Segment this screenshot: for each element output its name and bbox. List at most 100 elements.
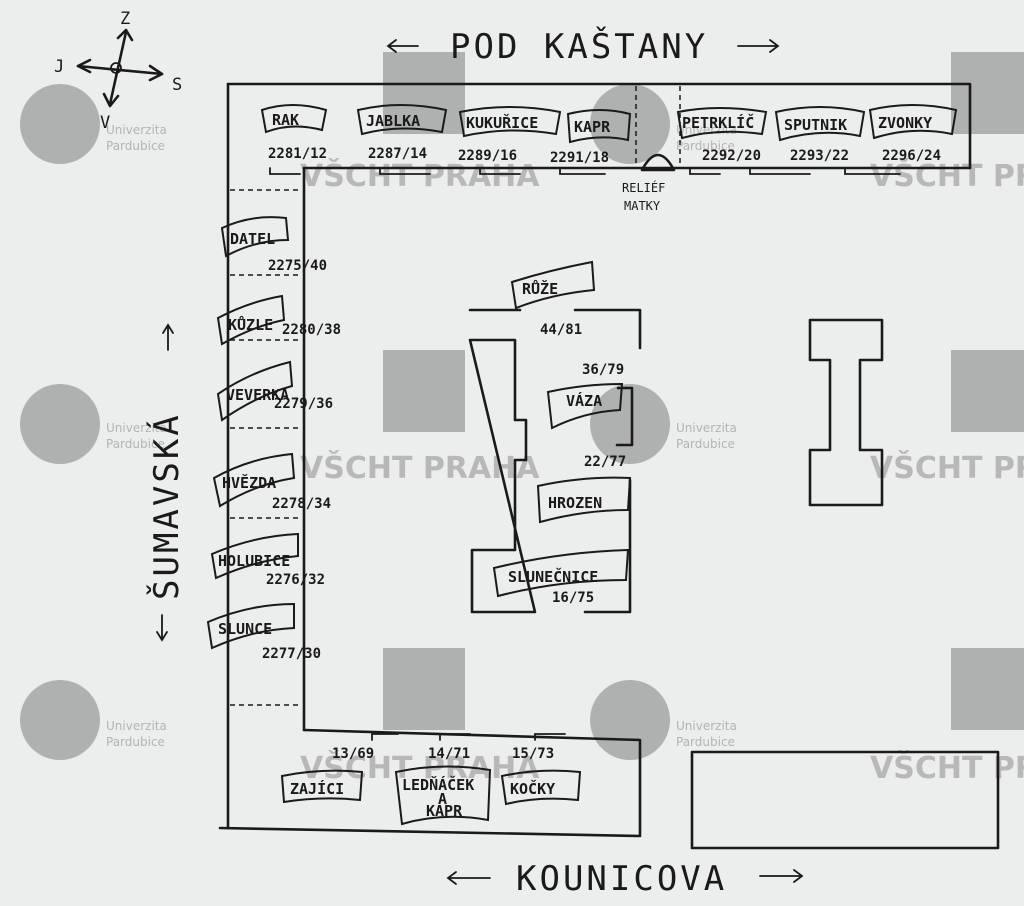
house-hvezda[interactable]: HVĚZDA 2278/34	[212, 452, 331, 512]
house-number: 2281/12	[268, 146, 327, 162]
house-sign-frame	[868, 104, 958, 140]
arrow-right-icon	[737, 39, 780, 53]
entry-mark	[749, 167, 811, 175]
house-sign-frame	[206, 602, 295, 650]
compass-label-north: Z	[120, 9, 130, 29]
svg-text:VŠCHT PRAHA: VŠCHT PRAHA	[870, 157, 1024, 194]
house-sign-frame	[260, 104, 328, 134]
house-name: HOLUBICE	[218, 552, 290, 570]
house-number: 2276/32	[266, 572, 325, 588]
house-kukurice[interactable]: KUKUŘICE 2289/16	[458, 106, 562, 164]
arrow-down-icon	[156, 614, 168, 642]
svg-text:Pardubice: Pardubice	[106, 735, 165, 749]
house-sign-frame	[536, 476, 632, 524]
house-number: 36/79	[582, 362, 624, 378]
house-sign-frame	[394, 765, 492, 826]
house-number: 2293/22	[790, 148, 849, 164]
house-name: ZAJÍCI	[290, 779, 344, 798]
svg-text:Pardubice: Pardubice	[676, 437, 735, 451]
house-kapr[interactable]: KAPR 2291/18	[550, 109, 632, 166]
bottom-block-outline	[218, 728, 642, 838]
house-sign-frame	[356, 104, 448, 136]
house-name: RŮŽE	[522, 279, 558, 298]
house-number: 22/77	[584, 454, 626, 470]
house-sign-frame	[492, 548, 630, 598]
east-arrow-icon	[148, 64, 164, 82]
house-kuzle[interactable]: KŮZLE 2280/38	[216, 294, 341, 346]
house-rak[interactable]: RAK 2281/12	[260, 104, 328, 162]
house-sign-frame	[458, 106, 562, 138]
street-name-bottom: KOUNICOVA	[516, 859, 727, 899]
house-name: PETRKLÍČ	[682, 113, 754, 132]
house-number: 2277/30	[262, 646, 321, 662]
houses-top: RAK 2281/12 JABLKA 2287/14 KUKUŘICE 2289…	[260, 104, 958, 166]
entry-mark	[689, 167, 721, 175]
svg-text:Pardubice: Pardubice	[106, 437, 165, 451]
bottom-right-building	[690, 750, 1000, 850]
house-sign-frame	[566, 109, 632, 144]
arrow-up-icon	[162, 323, 174, 351]
relief-label-line2: MATKY	[624, 199, 661, 213]
house-number: 15/73	[512, 746, 554, 762]
house-number: 2275/40	[268, 258, 327, 274]
house-name: KUKUŘICE	[466, 113, 538, 132]
house-name: SPUTNIK	[784, 116, 847, 134]
west-arrow-icon	[76, 58, 92, 74]
house-holubice[interactable]: HOLUBICE 2276/32	[210, 532, 325, 588]
house-number: 2280/38	[282, 322, 341, 338]
compass-label-east: S	[172, 75, 182, 95]
north-arrow-icon	[116, 28, 134, 42]
svg-text:Pardubice: Pardubice	[676, 139, 735, 153]
house-number: 2289/16	[458, 148, 517, 164]
house-zajici[interactable]: ZAJÍCI 13/69	[280, 746, 374, 804]
house-number: 2291/18	[550, 150, 609, 166]
house-sign-frame	[210, 532, 299, 580]
house-petrklic[interactable]: PETRKLÍČ 2292/20	[676, 107, 768, 164]
house-sputnik[interactable]: SPUTNIK 2293/22	[774, 106, 866, 164]
house-name: ZVONKY	[878, 114, 932, 132]
entry-mark	[534, 733, 566, 741]
house-slunce[interactable]: SLUNCE 2277/30	[206, 602, 321, 662]
house-number: 44/81	[540, 322, 582, 338]
south-arrow-icon	[102, 92, 120, 108]
house-sign-frame	[500, 769, 582, 806]
house-name: LEDŇÁČEK	[402, 775, 474, 794]
svg-text:Pardubice: Pardubice	[106, 139, 165, 153]
house-veverka[interactable]: VEVERKA 2279/36	[216, 360, 333, 422]
houses-bottom: ZAJÍCI 13/69 LEDŇÁČEK A KAPR 14/71 KOČKY…	[280, 746, 582, 826]
house-number: 2278/34	[272, 496, 331, 512]
house-hrozen[interactable]: HROZEN 22/77	[536, 454, 632, 524]
house-sign-frame	[216, 360, 294, 422]
house-number: 13/69	[332, 746, 374, 762]
house-sign-frame	[676, 107, 768, 140]
svg-text:VŠCHT PRAHA: VŠCHT PRAHA	[870, 449, 1024, 486]
house-name: HVĚZDA	[222, 473, 276, 492]
relief-label-line1: RELIÉF	[622, 180, 665, 195]
house-name-line2: A	[438, 790, 447, 808]
house-name: RAK	[272, 111, 299, 129]
house-datel[interactable]: DATEL 2275/40	[220, 216, 327, 274]
relief-icon	[640, 153, 676, 172]
house-lednacek-a-kapr[interactable]: LEDŇÁČEK A KAPR 14/71	[394, 746, 492, 826]
street-name-left: ŠUMAVSKÁ	[146, 412, 187, 600]
house-vaza[interactable]: VÁZA 36/79	[546, 362, 624, 430]
street-sumavska: ŠUMAVSKÁ	[146, 323, 187, 642]
entry-mark	[269, 167, 301, 175]
compass-label-south: V	[100, 113, 110, 133]
watermark-layer: Univerzita Pardubice Univerzita Pardubic…	[20, 52, 1024, 786]
house-sign-frame	[774, 106, 866, 142]
houses-left: DATEL 2275/40 KŮZLE 2280/38 VEVERKA 2279…	[206, 216, 341, 662]
entry-mark	[439, 733, 471, 741]
house-name: VÁZA	[566, 391, 602, 410]
central-building-outline	[468, 308, 642, 614]
house-zvonky[interactable]: ZVONKY 2296/24	[868, 104, 958, 164]
house-jablka[interactable]: JABLKA 2287/14	[356, 104, 448, 162]
entry-mark	[844, 167, 901, 175]
house-kocky[interactable]: KOČKY 15/73	[500, 746, 582, 806]
house-number: 14/71	[428, 746, 470, 762]
house-slunecnice[interactable]: SLUNEČNICE 16/75	[492, 548, 630, 606]
house-ruze[interactable]: RŮŽE 44/81	[510, 260, 596, 338]
house-sign-frame	[280, 769, 364, 804]
compass-ns-line	[108, 30, 128, 106]
